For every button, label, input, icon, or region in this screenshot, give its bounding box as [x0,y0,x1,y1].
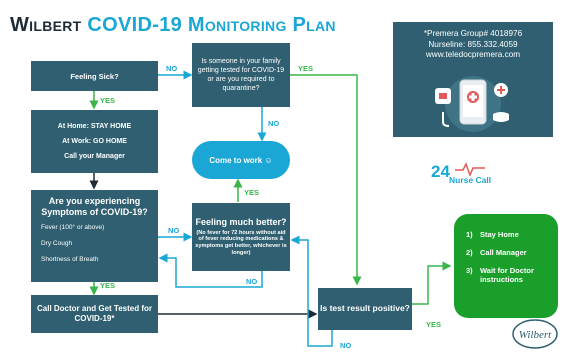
label-family-no: NO [268,119,280,128]
positive-steps-box: 1)Stay Home 2)Call Manager 3)Wait for Do… [454,214,558,318]
arrow-better-no [158,253,263,288]
title-company: Wilbert [10,14,82,36]
nurse-call-logo: 24 Nurse Call [393,152,553,206]
label-symptoms-no: NO [168,226,180,235]
step-item: 3)Wait for Doctor instructions [466,266,534,284]
stay-home-line2: At Work: GO HOME [62,138,127,145]
logo-text: Wilbert [519,329,552,341]
come-to-work-box: Come to work ☺ [192,141,290,179]
symptoms-question: Are you experiencing Symptoms of COVID-1… [41,196,148,217]
feeling-better-box: Feeling much better? (No fever for 72 ho… [192,203,290,271]
call-doctor-text: Call Doctor and Get Tested for COVID-19* [37,303,152,323]
step-item: 1)Stay Home [466,230,519,239]
stay-home-line3: Call your Manager [64,153,125,160]
contact-panel: *Premera Group# 4018976 Nurseline: 855.3… [393,22,553,137]
title-plan: COVID-19 Monitoring Plan [87,14,336,36]
feeling-better-note: (No fever for 72 hours without aid of fe… [195,229,287,256]
arrow-result-no [290,235,333,347]
stay-home-line1: At Home: STAY HOME [57,123,132,130]
feeling-sick-text: Feeling Sick? [70,71,119,81]
step-item: 2)Call Manager [466,248,527,257]
teledoc-url: www.teledocpremera.com [425,50,521,60]
feeling-better-title: Feeling much better? [195,216,287,227]
test-result-text: Is test result positive? [320,303,410,314]
arrow-result-yes [412,261,452,305]
symptom-fever: Fever (100° or above) [41,223,105,231]
label-sick-yes: YES [100,96,116,105]
nurse-call-number: 24 [431,162,450,181]
wilbert-logo-emblem-icon: Wilbert [512,319,558,349]
call-doctor-box: Call Doctor and Get Tested for COVID-19* [31,295,158,333]
page-title: Wilbert COVID-19 Monitoring Plan [10,14,336,37]
family-tested-text: Is someone in your family getting tested… [197,57,285,93]
label-symptoms-yes: YES [100,281,116,290]
contact-text: *Premera Group# 4018976 Nurseline: 855.3… [393,22,553,61]
telehealth-illustration-icon [435,76,509,132]
label-better-yes: YES [244,188,260,197]
feeling-sick-box: Feeling Sick? [31,61,158,91]
family-tested-box: Is someone in your family getting tested… [192,43,290,107]
heartbeat-icon [455,162,485,176]
symptom-list: Fever (100° or above) Dry Cough Shortnes… [31,224,104,263]
stay-home-box: At Home: STAY HOME At Work: GO HOME Call… [31,110,158,173]
nurseline-number: Nurseline: 855.332.4059 [428,39,518,49]
symptom-cough: Dry Cough [41,239,73,247]
label-result-no: NO [340,341,352,350]
label-result-yes: YES [426,320,442,329]
positive-steps-list: 1)Stay Home 2)Call Manager 3)Wait for Do… [454,214,558,284]
nurse-call-text: Nurse Call [449,175,492,185]
symptoms-box: Are you experiencing Symptoms of COVID-1… [31,190,158,282]
come-to-work-text: Come to work ☺ [209,155,273,165]
arrow-family-yes [290,74,362,286]
symptom-breath: Shortness of Breath [41,255,99,263]
wilbert-logo: Wilbert [511,318,559,350]
label-better-no: NO [246,277,258,286]
label-family-yes: YES [298,64,314,73]
test-result-box: Is test result positive? [318,288,412,330]
label-sick-no: NO [166,64,178,73]
premera-group: *Premera Group# 4018976 [423,29,523,38]
